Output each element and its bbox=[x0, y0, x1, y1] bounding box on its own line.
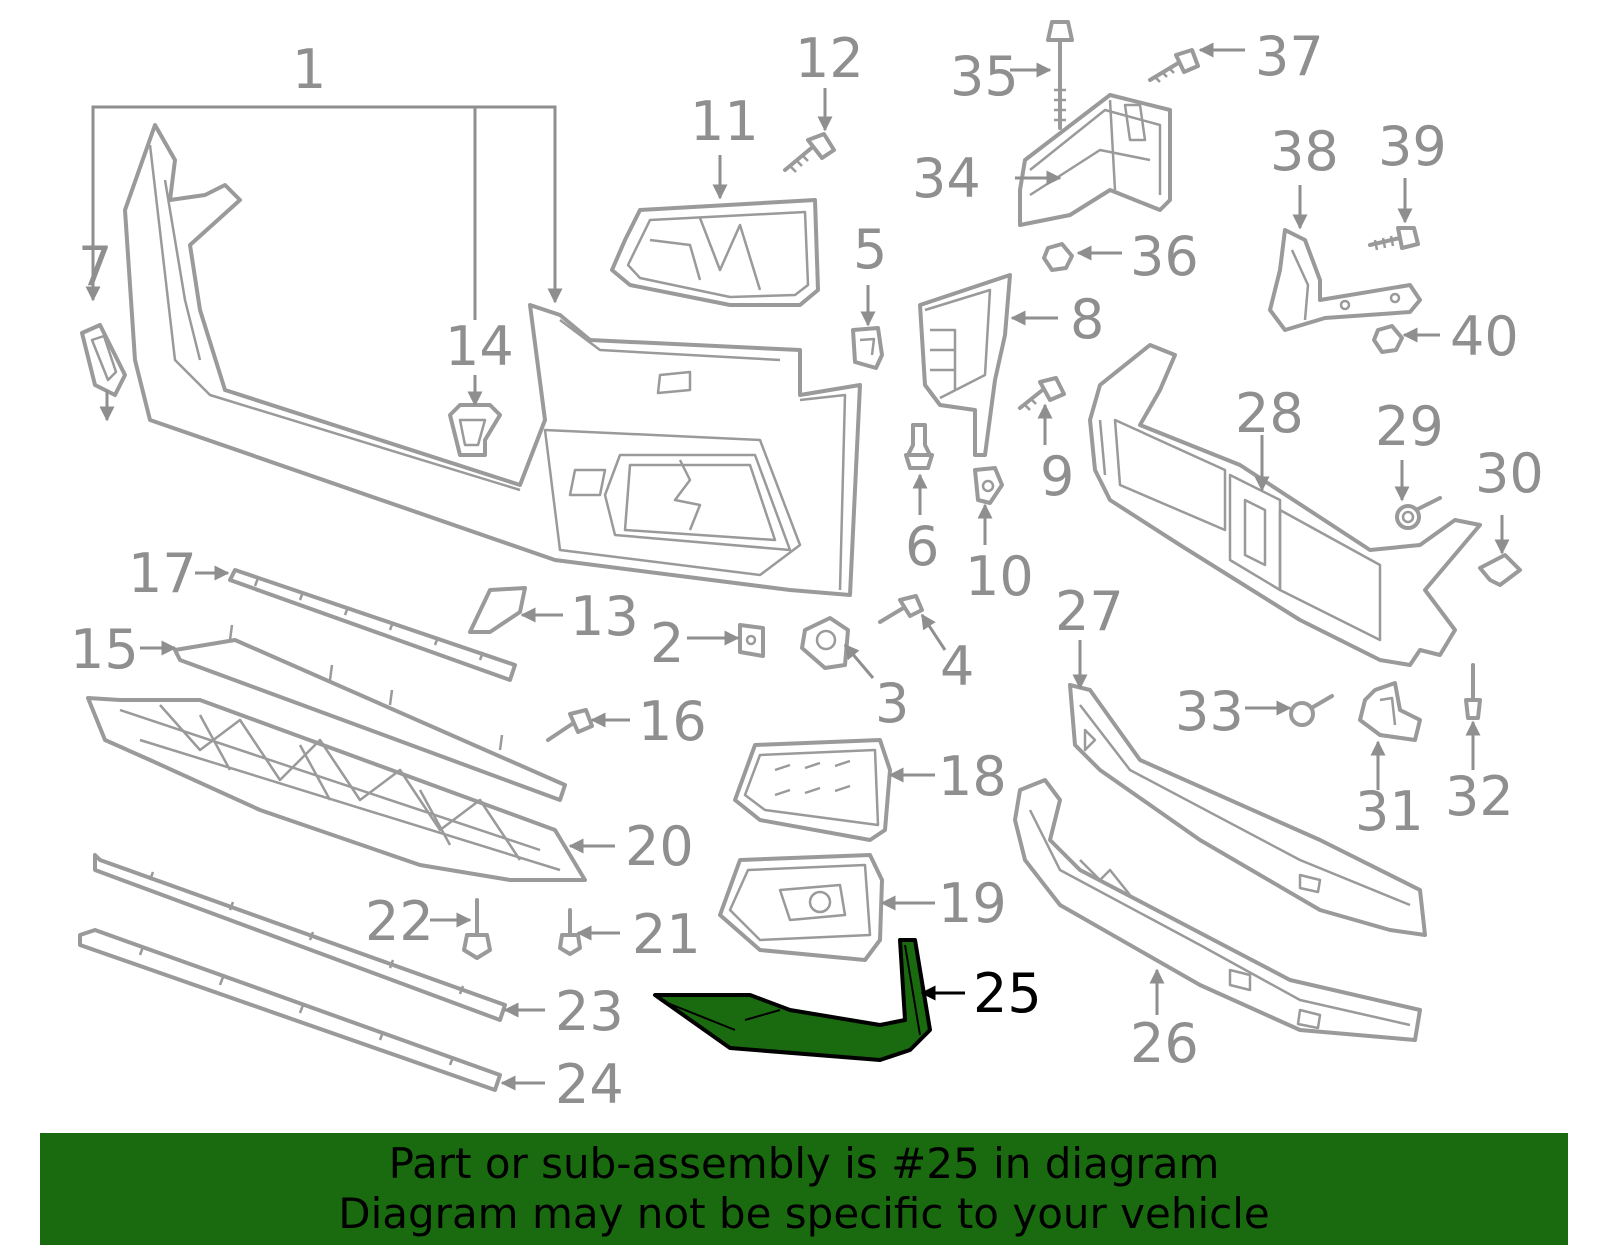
callout-31: 31 bbox=[1355, 780, 1424, 843]
screw-part-9 bbox=[1018, 376, 1066, 411]
banner-line-2: Diagram may not be specific to your vehi… bbox=[338, 1189, 1270, 1238]
callout-19: 19 bbox=[938, 872, 1007, 935]
clip-part-2 bbox=[738, 623, 765, 658]
callout-16: 16 bbox=[638, 690, 707, 753]
callout-9: 9 bbox=[1040, 445, 1074, 508]
callout-2: 2 bbox=[650, 612, 684, 675]
callout-23: 23 bbox=[555, 980, 624, 1043]
callout-20: 20 bbox=[625, 815, 694, 878]
bracket-part-31 bbox=[1358, 681, 1422, 742]
clip-part-14 bbox=[448, 403, 502, 457]
callout-15: 15 bbox=[70, 618, 139, 681]
grille-part-20 bbox=[86, 696, 587, 882]
callout-37: 37 bbox=[1255, 25, 1324, 88]
strip-part-15 bbox=[173, 624, 567, 802]
callout-35: 35 bbox=[950, 45, 1019, 108]
callout-34: 34 bbox=[912, 147, 981, 210]
callout-29: 29 bbox=[1375, 395, 1444, 458]
screw-part-21 bbox=[558, 908, 582, 956]
cap-part-7 bbox=[80, 323, 127, 397]
grille-part-19 bbox=[718, 853, 884, 962]
clip-part-30 bbox=[1478, 553, 1522, 587]
cap-part-13 bbox=[468, 586, 527, 634]
callout-36: 36 bbox=[1130, 225, 1199, 288]
banner-line-1: Part or sub-assembly is #25 in diagram bbox=[388, 1139, 1220, 1188]
callout-8: 8 bbox=[1070, 288, 1104, 351]
bar-part-27 bbox=[1068, 683, 1427, 937]
callout-14: 14 bbox=[445, 315, 514, 378]
callout-labels: 1 2 3 4 5 6 7 8 9 10 11 12 13 14 15 16 1… bbox=[70, 25, 1544, 1116]
callout-30: 30 bbox=[1475, 442, 1544, 505]
callout-3: 3 bbox=[875, 672, 909, 735]
pushpin-part-6 bbox=[904, 423, 934, 470]
mount-part-34 bbox=[1018, 93, 1172, 227]
callout-1: 1 bbox=[292, 38, 326, 101]
spoiler-part-25-highlighted bbox=[653, 938, 932, 1062]
bolt-part-29 bbox=[1395, 496, 1442, 530]
strip-part-24 bbox=[78, 928, 502, 1092]
callout-6: 6 bbox=[905, 515, 939, 578]
screw-part-22 bbox=[462, 898, 492, 960]
nut-part-36 bbox=[1042, 242, 1074, 272]
callout-10: 10 bbox=[965, 545, 1034, 608]
callout-21: 21 bbox=[632, 903, 701, 966]
callout-40: 40 bbox=[1450, 305, 1519, 368]
callout-26: 26 bbox=[1130, 1012, 1199, 1075]
bracket-part-11 bbox=[610, 198, 820, 307]
bumper-cover-part bbox=[123, 123, 862, 597]
bolt-part-33 bbox=[1289, 694, 1334, 727]
screw-part-39 bbox=[1368, 226, 1420, 251]
callout-22: 22 bbox=[365, 890, 434, 953]
callout-4: 4 bbox=[940, 635, 974, 698]
nut-part-40 bbox=[1372, 324, 1404, 354]
callout-12: 12 bbox=[795, 27, 864, 90]
strip-part-23 bbox=[93, 853, 507, 1022]
callout-27: 27 bbox=[1055, 580, 1124, 643]
callout-25-highlighted: 25 bbox=[973, 962, 1042, 1025]
bolt-part-35 bbox=[1046, 20, 1074, 130]
screw-part-16 bbox=[546, 708, 594, 742]
callout-28: 28 bbox=[1235, 382, 1304, 445]
leader-lines bbox=[85, 42, 1510, 1091]
callout-5: 5 bbox=[853, 218, 887, 281]
callout-38: 38 bbox=[1270, 120, 1339, 183]
callout-13: 13 bbox=[570, 585, 639, 648]
grille-part-18 bbox=[733, 738, 892, 842]
callout-17: 17 bbox=[128, 542, 197, 605]
callout-32: 32 bbox=[1445, 765, 1514, 828]
callout-18: 18 bbox=[938, 745, 1007, 808]
callout-39: 39 bbox=[1378, 115, 1447, 178]
screw-part-12 bbox=[783, 132, 836, 173]
screw-part-37 bbox=[1148, 48, 1200, 83]
callout-33: 33 bbox=[1175, 680, 1244, 743]
clip-part-10 bbox=[973, 466, 1004, 505]
carrier-part-28 bbox=[1088, 343, 1482, 667]
info-banner: Part or sub-assembly is #25 in diagram D… bbox=[40, 1133, 1568, 1245]
screw-part-4 bbox=[878, 594, 924, 624]
bracket-part-38 bbox=[1268, 228, 1422, 332]
pin-part-32 bbox=[1464, 663, 1482, 720]
clip-part-5 bbox=[851, 326, 884, 370]
callout-7: 7 bbox=[78, 235, 112, 298]
beam-part-26 bbox=[1013, 778, 1422, 1042]
callout-11: 11 bbox=[690, 90, 759, 153]
callout-24: 24 bbox=[555, 1053, 624, 1116]
bracket-part-8 bbox=[918, 273, 1012, 457]
bracket-part-3 bbox=[800, 616, 850, 670]
strip-part-17 bbox=[228, 568, 517, 682]
parts-diagram: 1 2 3 4 5 6 7 8 9 10 11 12 13 14 15 16 1… bbox=[70, 20, 1544, 1116]
